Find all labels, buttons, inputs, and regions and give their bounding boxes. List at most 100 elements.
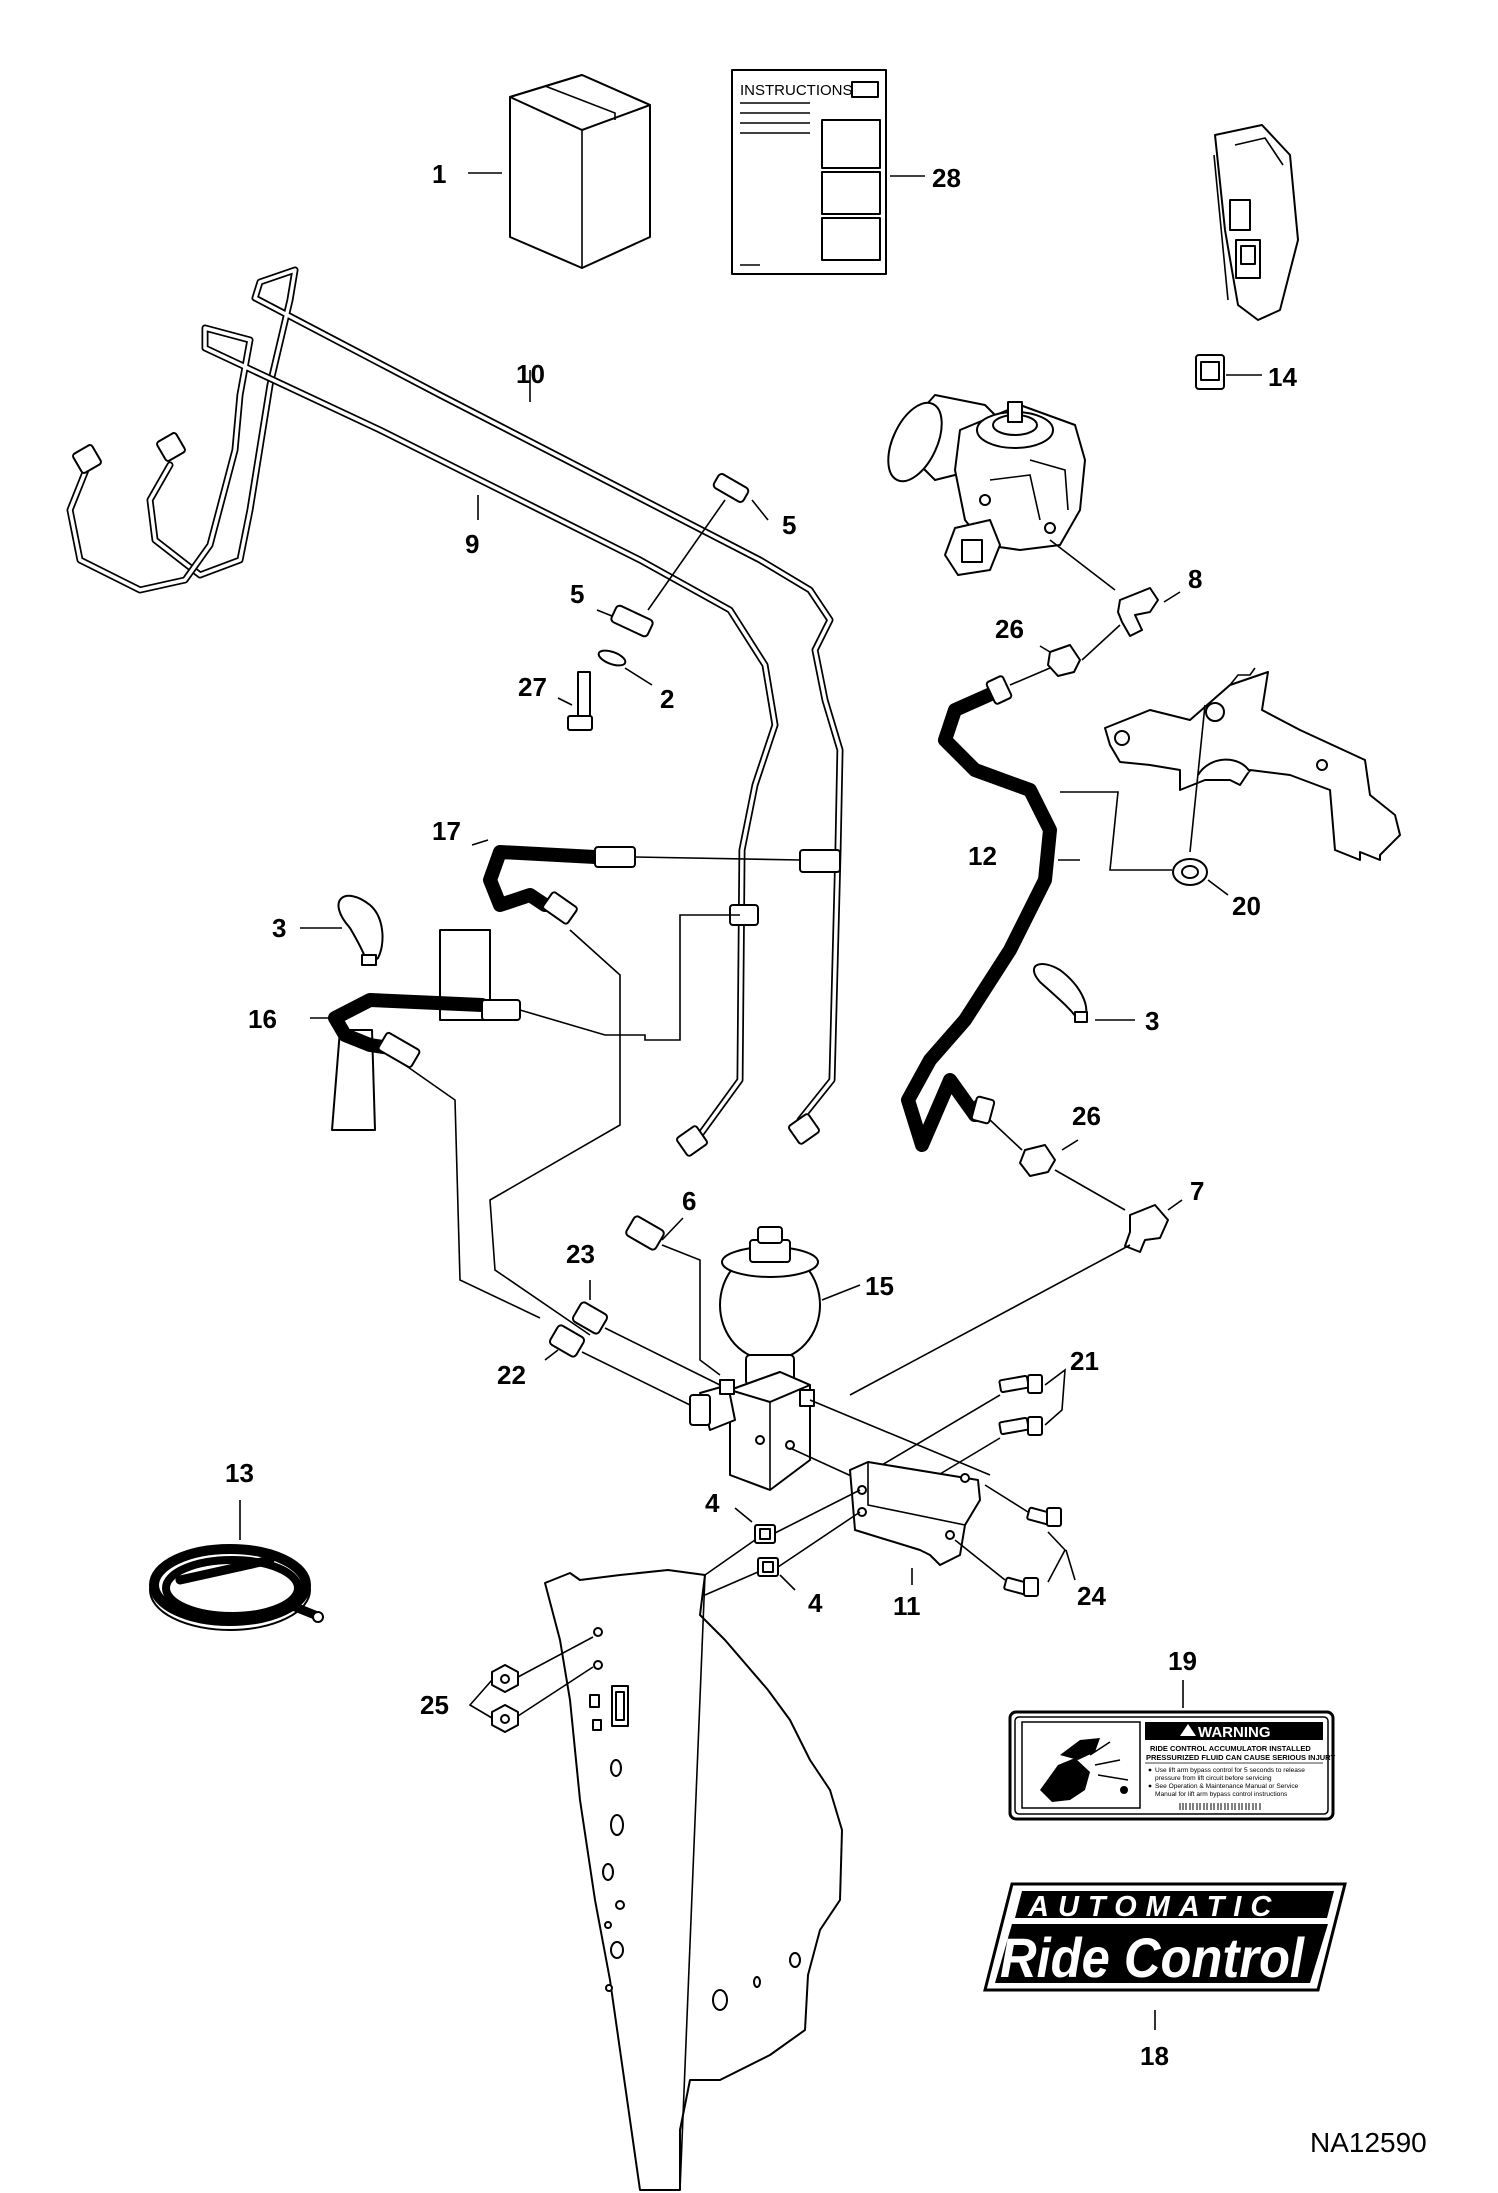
leader-8 (1163, 591, 1181, 603)
label-20: 20 (1232, 891, 1261, 921)
label-4b: 4 (808, 1588, 823, 1618)
label-4a: 4 (705, 1488, 720, 1518)
part-14-plug (1195, 354, 1225, 390)
label-12: 12 (968, 841, 997, 871)
part-sleeve-16 (331, 929, 491, 1131)
part-box (509, 74, 651, 269)
part-mounting-bracket (1104, 667, 1401, 861)
label-17: 17 (432, 816, 461, 846)
leader-5b (596, 609, 613, 617)
decal-barcode (1179, 1803, 1261, 1810)
decal-bullet2b: Manual for lift arm bypass control instr… (1155, 1791, 1288, 1798)
label-7: 7 (1190, 1176, 1204, 1206)
part-washer-2 (597, 649, 627, 667)
label-23: 23 (566, 1239, 595, 1269)
label-22: 22 (497, 1360, 526, 1390)
leader-26a (1039, 645, 1051, 653)
nut-4a-to-frame (704, 1539, 756, 1576)
decal-line2: PRESSURIZED FLUID CAN CAUSE SERIOUS INJU… (1146, 1753, 1335, 1762)
leader-20 (1207, 879, 1229, 896)
nut-4b-to-frame (704, 1571, 759, 1596)
fitting-22-route (581, 1351, 691, 1406)
nut-25a-route (517, 1636, 594, 1678)
part-pump-motor (887, 394, 1086, 576)
label-6: 6 (682, 1186, 696, 1216)
part-fitting-8 (1117, 587, 1159, 637)
elbow-to-block (849, 1244, 1131, 1396)
label-3b: 3 (1145, 1006, 1159, 1036)
decal-line1: RIDE CONTROL ACCUMULATOR INSTALLED (1150, 1744, 1311, 1753)
tube-end-fittings (72, 432, 841, 1157)
part-bracket-11 (849, 1461, 981, 1566)
part-warning-decal-19: WARNING RIDE CONTROL ACCUMULATOR INSTALL… (1008, 1710, 1335, 1821)
fitting-6-route (661, 1244, 721, 1376)
part-bolts-24 (1003, 1506, 1062, 1597)
part-frame-panel (544, 1569, 843, 2191)
label-26b: 26 (1072, 1101, 1101, 1131)
logo-line2: Ride Control (1000, 1926, 1305, 1989)
part-cable-tie-3-right (1032, 963, 1088, 1023)
leader-17 (471, 839, 489, 846)
figure-id: NA12590 (1310, 2127, 1427, 2158)
leader-24 (1065, 1549, 1076, 1581)
label-16: 16 (248, 1004, 277, 1034)
label-11: 11 (893, 1591, 921, 1621)
hose-to-grommet (1060, 791, 1172, 871)
label-25: 25 (420, 1690, 449, 1720)
bolt-24b-route (954, 1539, 1006, 1581)
route-16 (519, 914, 740, 1041)
part-clamp-5-lower (610, 604, 654, 638)
bolt-24a-route (984, 1484, 1029, 1513)
leader-4a (734, 1507, 753, 1523)
label-3a: 3 (272, 913, 286, 943)
route-16b (404, 1064, 541, 1319)
instructions-title: INSTRUCTIONS (740, 82, 853, 99)
label-28: 28 (932, 163, 961, 193)
part-instructions-sheet: INSTRUCTIONS (731, 69, 887, 275)
decal-bullet1a: Use lift arm bypass control for 5 second… (1155, 1767, 1305, 1774)
hose-12-end-lower (970, 1095, 996, 1125)
tie-26-7 (1054, 1169, 1126, 1211)
decal-bullet2a: See Operation & Maintenance Manual or Se… (1155, 1783, 1299, 1790)
hose-to-26b (989, 1119, 1023, 1151)
label-13: 13 (225, 1458, 254, 1488)
leader-26b (1061, 1139, 1079, 1151)
label-27: 27 (518, 672, 547, 702)
part-tube-10 (146, 266, 844, 1124)
label-26a: 26 (995, 614, 1024, 644)
leader-22 (544, 1349, 559, 1361)
part-nut-4-upper (754, 1524, 776, 1544)
tie-20 (1189, 704, 1206, 853)
part-hose-coil-13 (149, 1544, 324, 1631)
leader-2 (624, 667, 653, 686)
nut-25b-route (517, 1666, 594, 1717)
tie-26-upper (1081, 624, 1121, 661)
tie-5 (647, 499, 726, 611)
pump-to-8 (1049, 539, 1116, 591)
nut-4a-route (774, 1489, 861, 1534)
route-17 (489, 929, 621, 1336)
part-bolts-21 (998, 1374, 1043, 1436)
part-bolt-27 (567, 671, 593, 731)
label-24: 24 (1077, 1581, 1106, 1611)
label-10: 10 (516, 359, 545, 389)
label-19: 19 (1168, 1646, 1197, 1676)
part-clamp-26-lower (1019, 1144, 1056, 1177)
nut-4b-route (777, 1511, 861, 1568)
part-nut-4-lower (757, 1557, 779, 1577)
leader-5a (751, 499, 769, 521)
tie-26-hose (1009, 667, 1051, 686)
fitting-23-route (604, 1327, 721, 1386)
decal-heading: WARNING (1198, 1724, 1271, 1741)
leader-6 (661, 1217, 684, 1241)
label-1: 1 (432, 159, 446, 189)
part-nuts-25 (491, 1664, 519, 1733)
label-8: 8 (1188, 564, 1202, 594)
leader-15 (821, 1284, 861, 1301)
part-clamp-5-upper (712, 473, 750, 503)
part-cable-tie-3-left (337, 894, 384, 966)
label-14: 14 (1268, 362, 1297, 392)
label-15: 15 (865, 1271, 894, 1301)
